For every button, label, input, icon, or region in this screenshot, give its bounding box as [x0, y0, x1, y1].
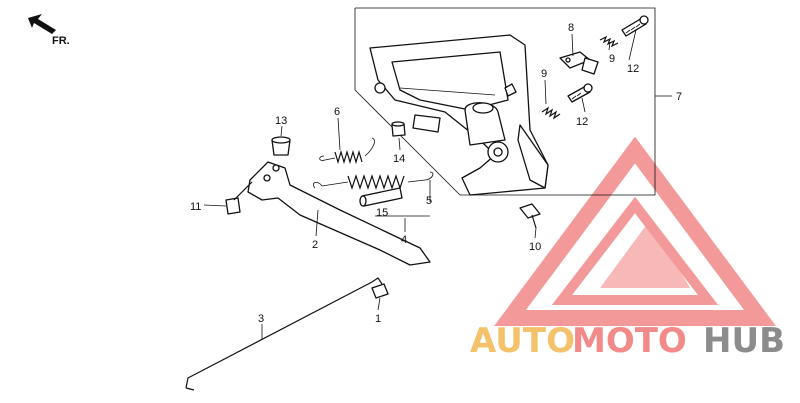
lower-spring-bolt	[541, 83, 593, 120]
damper-part	[391, 121, 406, 137]
callout-1: 1	[375, 313, 381, 325]
spring-part	[319, 137, 375, 165]
callout-12-lower: 12	[576, 116, 588, 128]
front-arrow-icon	[28, 14, 56, 34]
grommet-part	[271, 136, 291, 156]
callout-3: 3	[258, 313, 264, 325]
collar-part	[359, 187, 403, 207]
callout-9-lower: 9	[541, 68, 547, 80]
bolt-part	[225, 181, 253, 215]
watermark-moto: MOTO	[572, 321, 687, 361]
direction-label: FR.	[52, 35, 70, 47]
long-spring-part	[313, 171, 434, 190]
callout-11: 11	[190, 201, 201, 213]
control-bracket-part	[369, 34, 549, 196]
callout-6: 6	[334, 106, 340, 118]
watermark-hub: HUB	[703, 321, 785, 361]
plate-part	[559, 51, 599, 75]
callout-10: 10	[529, 241, 541, 253]
callout-8: 8	[568, 22, 574, 34]
upper-spring-bolt	[599, 15, 649, 48]
screw-part	[519, 203, 541, 229]
assembly-frame	[354, 7, 656, 196]
watermark-logo	[494, 136, 776, 326]
rod-part	[185, 277, 383, 391]
callout-13: 13	[275, 115, 287, 127]
callout-15: 15	[376, 207, 388, 219]
callout-2: 2	[312, 239, 318, 251]
callout-14: 14	[393, 153, 405, 165]
callout-12-upper: 12	[627, 63, 639, 75]
callout-5: 5	[426, 195, 432, 207]
clip-part	[371, 283, 389, 299]
lever-part	[247, 161, 431, 266]
callout-4: 4	[401, 234, 407, 246]
watermark-text: AUTO MOTO HUB	[470, 321, 785, 361]
callout-7: 7	[676, 91, 682, 103]
watermark-auto: AUTO	[470, 321, 575, 361]
leader-lines	[203, 29, 672, 340]
callout-9-upper: 9	[609, 53, 615, 65]
